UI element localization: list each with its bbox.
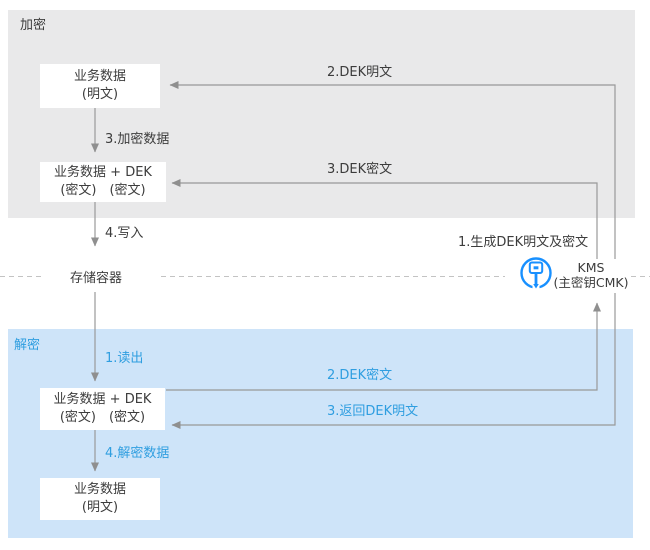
label-step3-dek-ciphertext: 3.DEK密文 — [327, 162, 393, 177]
label-step2-dek-plaintext: 2.DEK明文 — [327, 65, 393, 80]
label-step1-read: 1.读出 — [105, 351, 144, 366]
label-step3-return-dek-plaintext: 3.返回DEK明文 — [327, 404, 419, 419]
node-text-line2: (明文) — [81, 87, 119, 102]
label-step4-decrypt-data: 4.解密数据 — [105, 446, 170, 461]
node-business-data-plaintext-enc: 业务数据 (明文) — [40, 64, 160, 108]
node-text-line1: 业务数据 + DEK — [54, 164, 152, 180]
node-business-data-plaintext-dec: 业务数据 (明文) — [40, 478, 160, 520]
decrypt-section-label: 解密 — [14, 338, 41, 353]
node-text-line1: 业务数据 — [73, 68, 126, 84]
node-text-line1: 业务数据 — [73, 481, 126, 497]
node-text-line2: (密文) (密文) — [60, 183, 146, 198]
node-text-line2: (密文) (密文) — [59, 410, 146, 425]
kms-label: KMS (主密钥CMK) — [545, 260, 637, 291]
label-step4-write: 4.写入 — [105, 226, 144, 241]
node-text-line2: (明文) — [81, 500, 119, 515]
storage-container-label: 存储容器 — [70, 271, 123, 286]
kms-name: KMS — [577, 260, 605, 275]
kms-cmk: (主密钥CMK) — [553, 275, 629, 291]
label-step1-generate-dek: 1.生成DEK明文及密文 — [458, 235, 589, 250]
node-text-line1: 业务数据 + DEK — [53, 391, 152, 407]
encrypt-section-label: 加密 — [20, 18, 47, 33]
label-step3-encrypt-data: 3.加密数据 — [105, 132, 170, 147]
node-business-data-plus-dek-enc: 业务数据 + DEK (密文) (密文) — [40, 162, 166, 202]
label-step2-dek-ciphertext: 2.DEK密文 — [327, 368, 393, 383]
node-business-data-plus-dek-dec: 业务数据 + DEK (密文) (密文) — [40, 388, 165, 430]
